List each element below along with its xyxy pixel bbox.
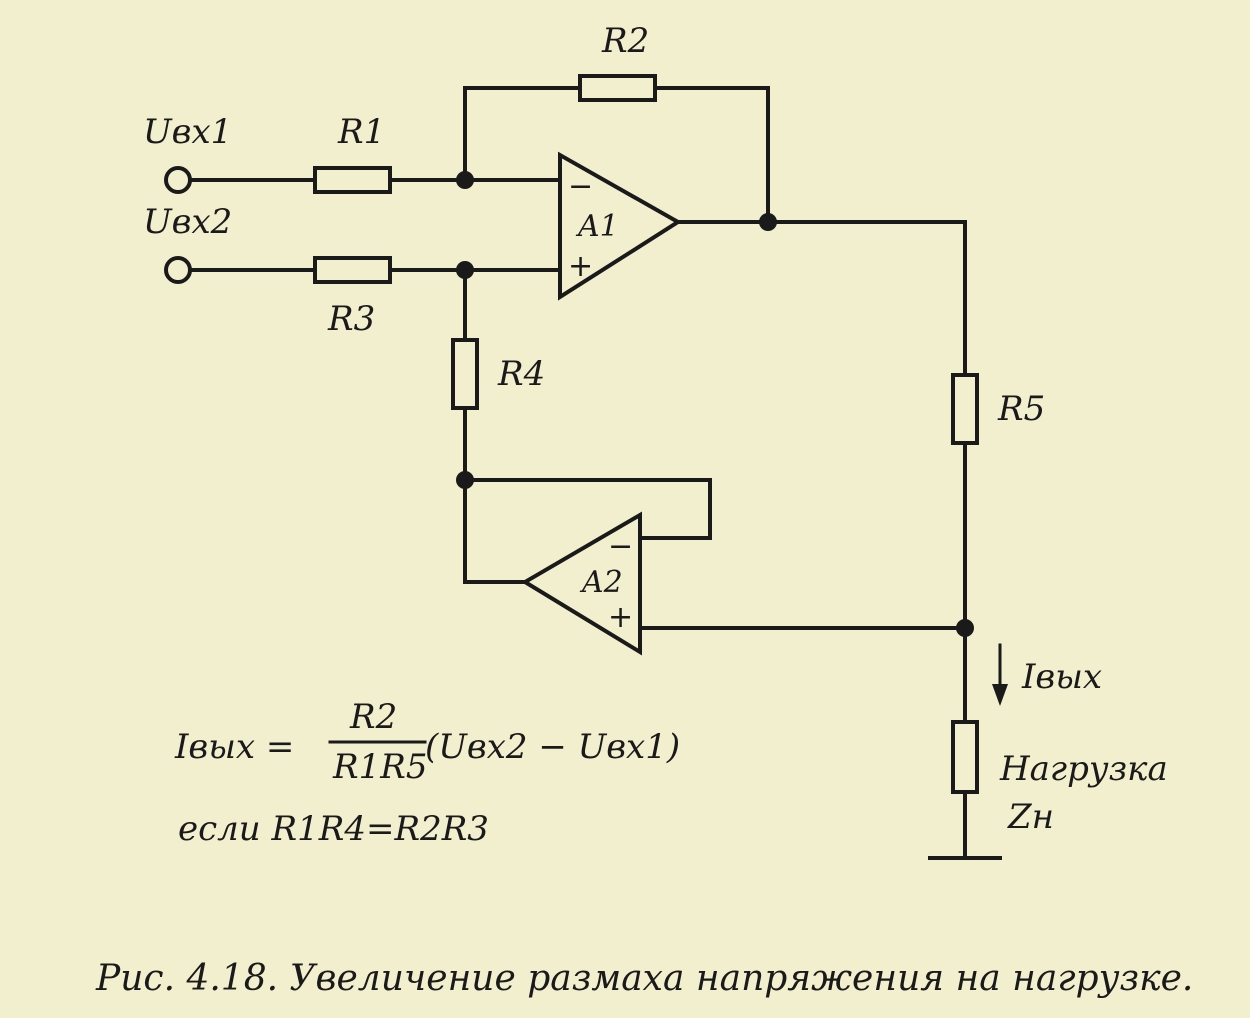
resistor-r3: [313, 256, 392, 284]
junction-a1-out: [759, 213, 777, 231]
junction-r4-bottom: [456, 471, 474, 489]
resistor-r5: [951, 373, 979, 445]
resistor-r4: [451, 338, 479, 410]
junction-r1-node: [456, 171, 474, 189]
label-r4: R4: [497, 354, 545, 394]
input-terminal-1: [164, 166, 192, 194]
formula-rhs: (Uвх2 − Uвх1): [425, 727, 680, 767]
formula-condition: если R1R4=R2R3: [178, 809, 489, 849]
a1-minus-sign: −: [568, 169, 593, 204]
resistor-r2: [578, 74, 657, 102]
wires: [188, 86, 1008, 860]
opamp-a2: [521, 511, 642, 656]
a1-plus-sign: +: [568, 249, 593, 284]
junction-load-node: [956, 619, 974, 637]
current-arrow-head: [992, 684, 1008, 706]
wire-a2-feedback: [463, 478, 712, 540]
label-input-2: Uвх2: [143, 202, 232, 242]
junction-r3-node: [456, 261, 474, 279]
label-load: Нагрузка: [999, 749, 1168, 789]
label-r1: R1: [337, 112, 385, 152]
label-a2: A2: [579, 565, 623, 600]
label-output-current: Iвых: [1021, 657, 1102, 697]
wire-r2-left: [463, 86, 582, 182]
formula-denominator: R1R5: [332, 747, 427, 787]
label-a1: A1: [575, 209, 619, 244]
label-input-1: Uвх1: [143, 112, 232, 152]
opamp-a1: [558, 151, 682, 301]
formula-lhs: Iвых =: [174, 727, 294, 767]
label-r2: R2: [601, 21, 649, 61]
wire-r2-right: [653, 86, 770, 224]
label-load-symbol: Zн: [1007, 797, 1054, 837]
a2-plus-sign: +: [608, 600, 633, 635]
input-terminal-2: [164, 256, 192, 284]
a2-minus-sign: −: [608, 529, 633, 564]
label-r3: R3: [327, 299, 375, 339]
formula-numerator: R2: [349, 697, 397, 737]
resistor-r1: [313, 166, 392, 194]
figure-caption: Рис. 4.18. Увеличение размаха напряжения…: [95, 958, 1193, 999]
resistor-load: [951, 720, 979, 794]
wire-out-r5: [766, 220, 967, 377]
formula: Iвых = R2 R1R5 (Uвх2 − Uвх1) если R1R4=R…: [174, 697, 680, 849]
label-r5: R5: [997, 389, 1045, 429]
wire-a2-out: [463, 478, 527, 584]
